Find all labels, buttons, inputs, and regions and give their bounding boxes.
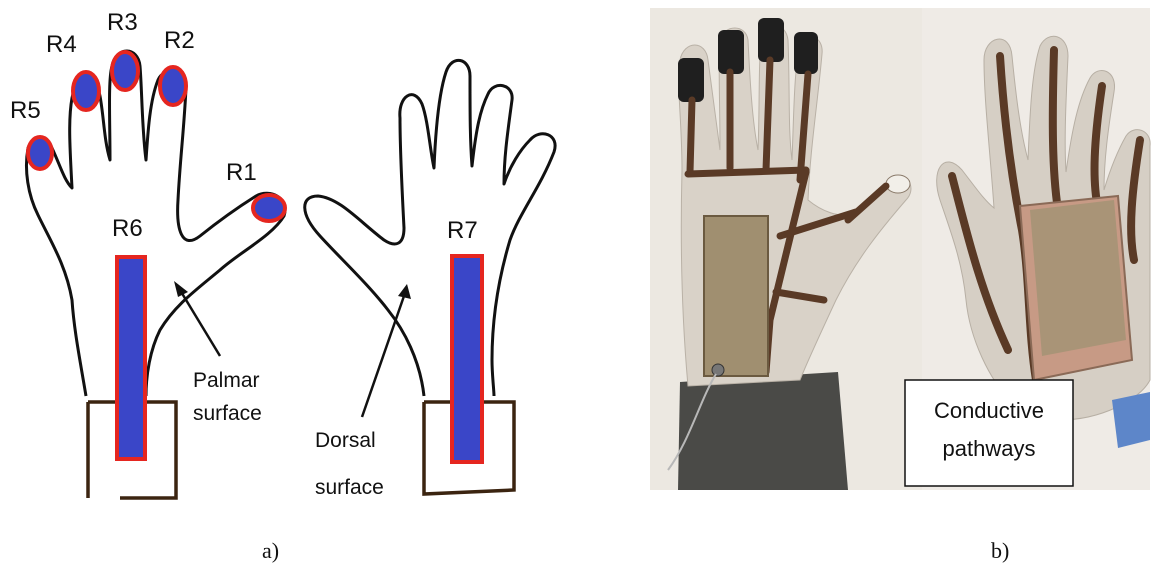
electrode-r5 xyxy=(28,137,52,169)
electrode-r7 xyxy=(452,256,482,462)
callout-line1: Conductive xyxy=(934,398,1044,423)
label-r4: R4 xyxy=(46,31,77,58)
thumb-tip xyxy=(886,175,910,193)
electrode-r1 xyxy=(253,195,285,221)
dorsal-hand-outline xyxy=(305,60,555,396)
palmar-label-line1: Palmar xyxy=(193,369,260,392)
fabric-patch-left xyxy=(704,216,768,376)
dorsal-label-line1: Dorsal xyxy=(315,429,376,452)
callout-box xyxy=(905,380,1073,486)
fingertip-electrode-2 xyxy=(718,30,744,74)
sleeve-left xyxy=(678,372,848,490)
ribbon-cable xyxy=(1112,392,1150,448)
palmar-arrow xyxy=(180,290,220,356)
dorsal-arrow-head xyxy=(398,284,411,299)
label-r6: R6 xyxy=(112,215,143,242)
label-r1: R1 xyxy=(226,159,257,186)
panel-a-schematic: R5 R4 R3 R2 R1 R6 R7 Palmar surface Dors… xyxy=(10,9,555,563)
palmar-arrow-head xyxy=(174,281,188,297)
palmar-hand-outline xyxy=(26,51,285,396)
callout-line2: pathways xyxy=(943,436,1036,461)
dorsal-arrow xyxy=(362,296,404,417)
electrode-r3 xyxy=(112,52,138,90)
fingertip-electrode-3 xyxy=(758,18,784,62)
label-r2: R2 xyxy=(164,27,195,54)
label-r5: R5 xyxy=(10,97,41,124)
electrode-r2 xyxy=(160,67,186,105)
panel-b-photo: Conductive pathways b) xyxy=(650,8,1150,563)
label-r3: R3 xyxy=(107,9,138,36)
dorsal-label-line2: surface xyxy=(315,476,384,499)
panel-a-caption: a) xyxy=(262,538,279,563)
palmar-label-line2: surface xyxy=(193,402,262,425)
electrode-r4 xyxy=(73,72,99,110)
fabric-patch-right-mesh xyxy=(1030,200,1126,356)
panel-b-caption: b) xyxy=(991,538,1009,563)
fingertip-electrode-1 xyxy=(678,58,704,102)
electrode-r6 xyxy=(117,257,145,459)
fingertip-electrode-4 xyxy=(794,32,818,74)
snap-connector xyxy=(712,364,724,376)
label-r7: R7 xyxy=(447,217,478,244)
